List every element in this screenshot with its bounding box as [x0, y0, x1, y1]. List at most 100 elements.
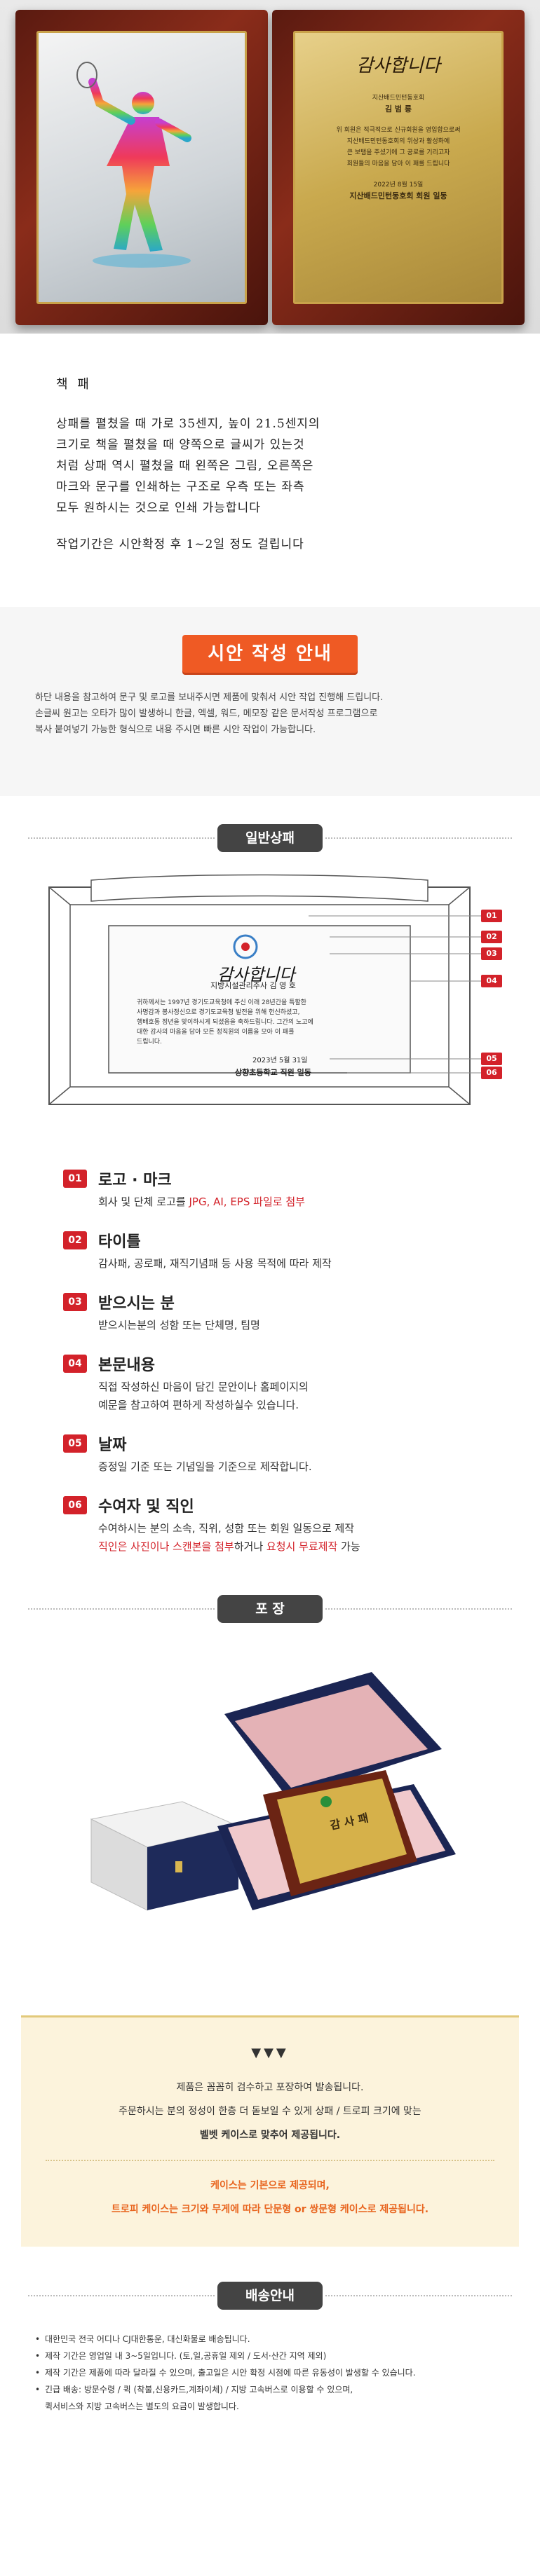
draft-guide-title: 시안 작성 안내 [182, 635, 358, 673]
item-recipient: 03 받으시는 분 받으시는분의 성함 또는 단체명, 팀명 [63, 1291, 477, 1334]
guide-line: 복사 붙여넣기 가능한 형식으로 내용 주시면 빠른 시안 작업이 가능합니다. [35, 725, 316, 735]
callout-01: 01 [481, 910, 502, 922]
seal-text-2: 가능 [337, 1540, 360, 1553]
item-desc: 수여하시는 분의 소속, 직위, 성함 또는 회원 일동으로 제작 직인은 사진… [98, 1519, 477, 1556]
item-title: 로고 · 마크 [98, 1172, 172, 1189]
intro-line: 처럼 상패 역시 펼쳤을 때 왼쪽은 그림, 오른쪽은 [56, 459, 314, 473]
item-number: 01 [63, 1170, 87, 1188]
diagram-body-line: 드립니다. [137, 1039, 162, 1046]
diagram-plaque-title: 감사합니다 [217, 965, 295, 985]
plaque-title: 감사합니다 [356, 55, 440, 76]
plaque-left-artwork [36, 31, 247, 304]
intro-para: 상패를 펼쳤을 때 가로 35센지, 높이 21.5센지의 크기로 책을 펼쳤을… [56, 413, 484, 519]
item-title: 날짜 [98, 1437, 127, 1454]
intro-line: 상패를 펼쳤을 때 가로 35센지, 높이 21.5센지의 [56, 417, 320, 431]
guide-line: 하단 내용을 참고하여 문구 및 로고를 보내주시면 제품에 맞춰서 시안 작업… [35, 692, 384, 703]
delivery-item: 대한민국 전국 어디나 CJ대한통운, 대신화물로 배송됩니다. [35, 2331, 505, 2348]
item-title: 본문내용 [98, 1357, 155, 1374]
item-giver-seal: 06 수여자 및 직인 수여하시는 분의 소속, 직위, 성함 또는 회원 일동… [63, 1494, 477, 1556]
diagram-body-line: 귀하께서는 1997년 경기도교육청에 주신 이래 28년간을 특할한 [137, 999, 306, 1006]
item-desc: 받으시는분의 성함 또는 단체명, 팀명 [98, 1319, 260, 1331]
item-logo: 01 로고 · 마크 회사 및 단체 로고를 JPG, AI, EPS 파일로 … [63, 1167, 477, 1211]
item-number: 04 [63, 1355, 87, 1373]
plaque-date: 2022년 8월 15일 [373, 181, 424, 189]
intro-line: 모두 원하시는 것으로 인쇄 가능합니다 [56, 501, 261, 515]
item-desc-highlight: JPG, AI, EPS 파일로 첨부 [189, 1195, 305, 1208]
callout-06: 06 [481, 1067, 502, 1079]
plaque-name: 김 범 룡 [384, 104, 412, 114]
diagram-body-line: 행배호동 정년을 맞이하시게 되셨음을 축하드립니다. 그간의 노고에 [137, 1019, 313, 1026]
guide-line: 손글씨 원고는 오타가 많이 발생하니 한글, 엑셀, 워드, 메모장 같은 문… [35, 708, 378, 719]
plaque-footer: 2022년 8월 15일 지산배드민턴동호회 회원 일동 [309, 179, 487, 202]
delivery-item: 긴급 배송: 방문수령 / 퀵 (착불,신용카드,계좌이체) / 지방 고속버스… [35, 2381, 505, 2415]
plaque-right-panel: 감사합니다 지산배드민턴동호회 김 범 룡 위 회원은 적극적으로 신규회원을 … [272, 10, 525, 325]
diagram-body: 귀하께서는 1997년 경기도교육청에 주신 이래 28년간을 특할한 사명감과… [137, 998, 410, 1047]
plaque-sign: 지산배드민턴동호회 회원 일동 [349, 191, 447, 200]
callout-03: 03 [481, 947, 502, 960]
packaging-notice-box: ▼▼▼ 제품은 꼼꼼히 검수하고 포장하여 발송됩니다. 주문하시는 분의 정성… [21, 2015, 519, 2247]
draft-guide-text: 하단 내용을 참고하여 문구 및 로고를 보내주시면 제품에 맞춰서 시안 작업… [35, 690, 505, 738]
diagram-recipient: 지방시설관리주사 김 영 호 [210, 981, 296, 990]
plaque-left-panel [15, 10, 268, 325]
content-items-list: 01 로고 · 마크 회사 및 단체 로고를 JPG, AI, EPS 파일로 … [0, 1139, 540, 1588]
item-desc-line: 직인은 사진이나 스캔본을 첨부하거나 요청시 무료제작 가능 [98, 1537, 477, 1556]
delivery-item-continued: 퀵서비스와 지방 고속버스는 별도의 요금이 발생합니다. [45, 2402, 239, 2411]
item-title-type: 02 타이틀 감사패, 공로패, 재직기념패 등 사용 목적에 따라 제작 [63, 1229, 477, 1273]
notice-highlight: 케이스는 기본으로 제공되며, [210, 2180, 330, 2191]
plaque-body-line: 큰 보탬을 주셨기에 그 공로를 기리고자 [346, 149, 450, 156]
plaque-right-text: 감사합니다 지산배드민턴동호회 김 범 룡 위 회원은 적극적으로 신규회원을 … [293, 31, 504, 304]
delivery-item: 제작 기간은 영업일 내 3~5일입니다. (토,일,공휴일 제외 / 도서·산… [35, 2348, 505, 2364]
badminton-player-icon [76, 62, 191, 268]
item-number: 03 [63, 1293, 87, 1311]
item-desc-line: 수여하시는 분의 소속, 직위, 성함 또는 회원 일동으로 제작 [98, 1522, 355, 1535]
draft-guide-section: 시안 작성 안내 하단 내용을 참고하여 문구 및 로고를 보내주시면 제품에 … [0, 607, 540, 796]
item-date: 05 날짜 증정일 기준 또는 기념일을 기준으로 제작합니다. [63, 1432, 477, 1476]
delivery-section-title: 배송안내 [217, 2282, 323, 2310]
diagram-giver: 상향초등학교 직원 일동 [235, 1068, 311, 1077]
general-section-title: 일반상패 [217, 824, 323, 852]
item-number: 02 [63, 1231, 87, 1249]
seal-highlight-1: 직인은 사진이나 스캔본을 첨부 [98, 1540, 234, 1553]
packaging-photo: 감 사 패 [0, 1644, 540, 1994]
plaque-org: 지산배드민턴동호회 [372, 95, 425, 102]
notice-line: 주문하시는 분의 정성이 한층 더 돋보일 수 있게 상패 / 트로피 크기에 … [119, 2106, 421, 2117]
plaque-layout-diagram: 감사합니다 지방시설관리주사 김 영 호 귀하께서는 1997년 경기도교육청에… [0, 873, 540, 1139]
callout-05: 05 [481, 1053, 502, 1065]
intro-line: 크기로 책을 펼쳤을 때 양쪽으로 글씨가 있는것 [56, 438, 305, 452]
packaging-section-title: 포 장 [217, 1595, 323, 1623]
item-body-text: 04 본문내용 직접 작성하신 마음이 담긴 문안이나 홈페이지의 예문을 참고… [63, 1352, 477, 1414]
intro-line: 마크와 문구를 인쇄하는 구조로 우측 또는 좌측 [56, 480, 305, 494]
hero-plaque-photo: 감사합니다 지산배드민턴동호회 김 범 룡 위 회원은 적극적으로 신규회원을 … [0, 0, 540, 334]
item-desc: 증정일 기준 또는 기념일을 기준으로 제작합니다. [98, 1460, 312, 1473]
notice-line: 벨벳 케이스로 맞추어 제공됩니다. [199, 2130, 341, 2141]
item-desc-line: 예문을 참고하여 편하게 작성하실수 있습니다. [98, 1399, 299, 1411]
delivery-list: 대한민국 전국 어디나 CJ대한통운, 대신화물로 배송됩니다. 제작 기간은 … [35, 2331, 505, 2415]
diagram-date: 2023년 5월 31일 [252, 1057, 308, 1064]
callout-02: 02 [481, 931, 502, 943]
item-desc: 직접 작성하신 마음이 담긴 문안이나 홈페이지의 예문을 참고하여 편하게 작… [98, 1378, 477, 1414]
item-desc: 감사패, 공로패, 재직기념패 등 사용 목적에 따라 제작 [98, 1257, 332, 1270]
item-number: 05 [63, 1434, 87, 1453]
callout-04: 04 [481, 975, 502, 987]
intro-heading: 책 패 [56, 377, 92, 392]
item-desc: 회사 및 단체 로고를 JPG, AI, EPS 파일로 첨부 [98, 1193, 477, 1211]
notice-line: 제품은 꼼꼼히 검수하고 포장하여 발송됩니다. [176, 2082, 364, 2093]
packaging-section-header: 포 장 [28, 1588, 512, 1630]
diagram-body-line: 사명감과 봉사정신으로 경기도교육청 발전을 위해 헌신하셨고, [137, 1009, 300, 1016]
down-arrows-icon: ▼▼▼ [251, 2046, 289, 2060]
plaque-line-drawing [48, 874, 471, 1105]
callout-numbers: 01 02 03 04 05 06 [481, 873, 516, 1139]
diagram-body-line: 대한 감사의 마음을 담아 모든 정직원의 이름을 모아 이 패를 [137, 1029, 295, 1036]
seal-highlight-2: 요청시 무료제작 [266, 1540, 338, 1553]
plaque-body: 위 회원은 적극적으로 신규회원을 영입함으로써 지산배드민턴동호회의 위상과 … [309, 125, 487, 170]
item-desc-text: 회사 및 단체 로고를 [98, 1195, 189, 1208]
plaque-body-line: 지산배드민턴동호회의 위상과 활성화에 [346, 138, 450, 145]
item-desc-line: 직접 작성하신 마음이 담긴 문안이나 홈페이지의 [98, 1381, 309, 1393]
item-title: 타이틀 [98, 1233, 141, 1251]
velvet-case-illustration [90, 1672, 456, 1911]
plaque-body-line: 회원들의 마음을 담아 이 패를 드립니다 [346, 160, 450, 167]
delivery-item-text: 긴급 배송: 방문수령 / 퀵 (착불,신용카드,계좌이체) / 지방 고속버스… [45, 2385, 353, 2395]
item-title: 받으시는 분 [98, 1295, 175, 1313]
general-section-header: 일반상패 [28, 817, 512, 859]
